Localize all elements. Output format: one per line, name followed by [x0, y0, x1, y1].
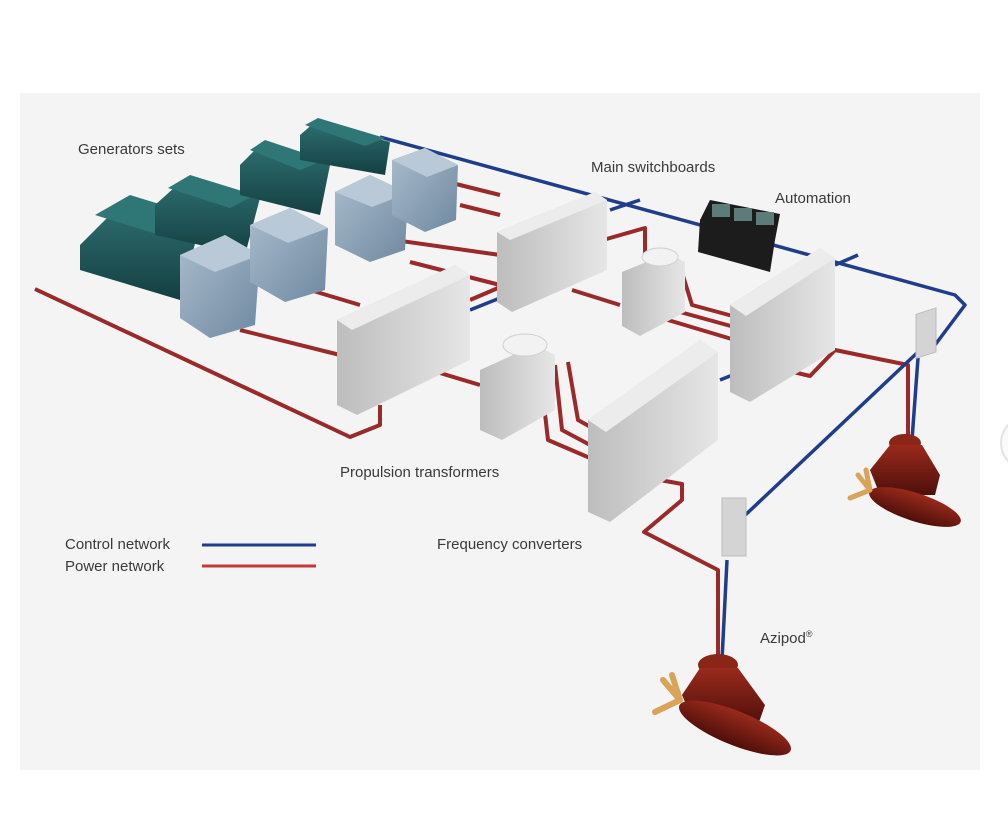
- control-line: [720, 559, 729, 661]
- power-line: [459, 203, 501, 217]
- junction-box: [915, 307, 937, 360]
- power-line: [239, 328, 341, 357]
- control-network-lines: [379, 135, 967, 661]
- frequency-converter: [588, 340, 718, 522]
- azipod-unit: [652, 654, 791, 756]
- label-automation: Automation: [775, 190, 851, 207]
- frequency-converter: [730, 248, 835, 402]
- power-line: [642, 478, 720, 660]
- power-line: [553, 364, 593, 448]
- engine: [240, 140, 330, 215]
- azipod-unit: [847, 434, 961, 527]
- automation-console: [698, 200, 780, 272]
- monitor-screen: [756, 212, 774, 225]
- label-generators: Generators sets: [78, 141, 185, 158]
- generator: [392, 148, 458, 232]
- power-line: [309, 288, 361, 307]
- propulsion-transformer: [622, 247, 685, 336]
- power-line: [34, 287, 382, 439]
- monitor-screen: [734, 208, 752, 221]
- label-propulsion-transformers: Propulsion transformers: [340, 464, 499, 481]
- main-switchboard: [497, 192, 607, 312]
- legend-label-power: Power network: [65, 558, 165, 575]
- legend: Control network Power network: [65, 536, 316, 575]
- control-line: [609, 198, 641, 212]
- junction-box: [721, 497, 747, 557]
- engine: [300, 118, 390, 175]
- control-line: [834, 253, 859, 267]
- control-line: [379, 135, 967, 347]
- power-line: [571, 288, 621, 307]
- engine: [155, 175, 260, 255]
- generator: [180, 235, 260, 338]
- generator-sets: [80, 118, 458, 338]
- propeller-icon: [652, 672, 683, 715]
- label-main-switchboards: Main switchboards: [591, 159, 715, 176]
- propeller-icon: [847, 467, 873, 501]
- main-switchboard: [337, 265, 470, 415]
- label-azipod: Azipod®: [760, 629, 813, 647]
- control-line: [738, 350, 920, 522]
- generator: [250, 208, 328, 302]
- power-line: [602, 226, 647, 260]
- monitor-screen: [712, 204, 730, 217]
- legend-label-control: Control network: [65, 536, 171, 553]
- label-frequency-converters: Frequency converters: [437, 536, 582, 553]
- generator: [335, 175, 408, 262]
- propulsion-transformer: [480, 333, 555, 440]
- control-line: [910, 357, 920, 441]
